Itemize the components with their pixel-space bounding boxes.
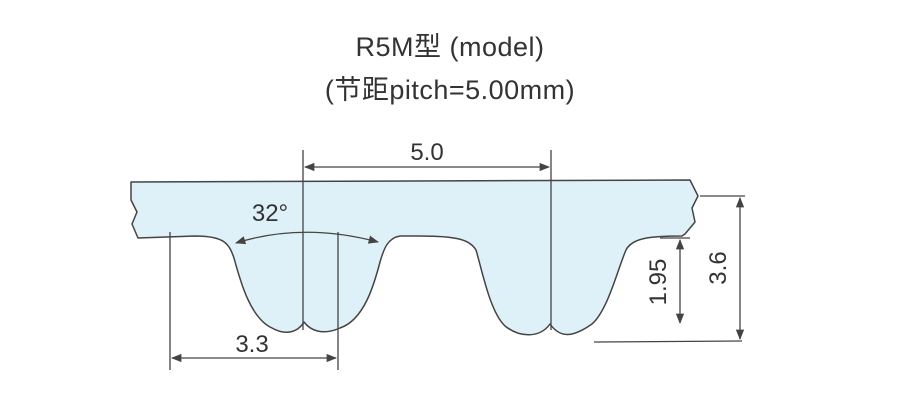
tooth-width-label: 3.3 <box>235 331 268 358</box>
diagram-subtitle: (节距pitch=5.00mm) <box>324 75 576 105</box>
belt-body <box>130 179 699 336</box>
total-height-label: 3.6 <box>705 251 732 284</box>
diagram-title: R5M型 (model) <box>355 32 545 62</box>
pitch-label: 5.0 <box>410 139 443 166</box>
angle-label: 32° <box>252 200 288 227</box>
baseline-line <box>593 340 743 343</box>
tooth-height-label: 1.95 <box>645 259 672 306</box>
angle-arc <box>235 231 380 245</box>
